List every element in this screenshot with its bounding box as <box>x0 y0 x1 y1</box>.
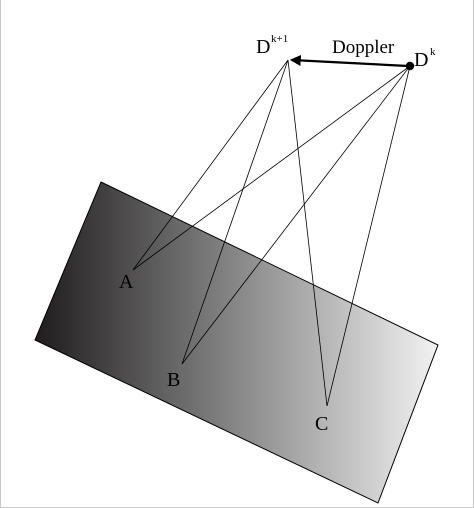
doppler-arrow <box>289 54 409 68</box>
ray-dk-to-a <box>132 65 411 271</box>
label-d-current: D <box>414 49 428 71</box>
ray-dk1-to-b <box>181 59 289 365</box>
ground-plane <box>34 181 439 504</box>
label-target-c: C <box>315 413 328 435</box>
satellite-dot-dk <box>405 61 415 71</box>
label-target-b: B <box>167 369 180 391</box>
label-d-next: D <box>256 36 270 58</box>
ray-dk-to-b <box>181 65 411 365</box>
ray-dk-to-c <box>326 65 411 407</box>
label-target-a: A <box>119 271 134 293</box>
ray-dk1-to-a <box>132 59 289 271</box>
label-d-current-superscript: k <box>430 46 436 58</box>
label-doppler: Doppler <box>332 37 395 58</box>
ray-dk1-to-c <box>287 59 328 407</box>
label-d-next-superscript: k+1 <box>271 33 288 45</box>
